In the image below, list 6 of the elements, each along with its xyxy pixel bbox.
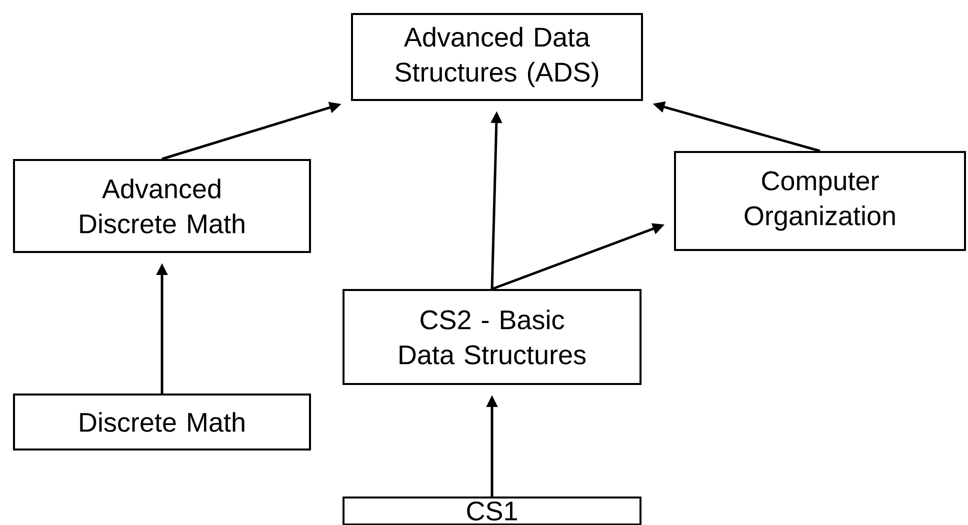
course-box: Advanced Discrete Math bbox=[13, 159, 311, 253]
course-box: CS1 bbox=[342, 496, 642, 525]
course-box: Computer Organization bbox=[674, 151, 966, 251]
course-box: Discrete Math bbox=[13, 394, 311, 450]
course-box: Advanced Data Structures (ADS) bbox=[351, 13, 643, 101]
course-box: CS2 - Basic Data Structures bbox=[342, 289, 642, 385]
